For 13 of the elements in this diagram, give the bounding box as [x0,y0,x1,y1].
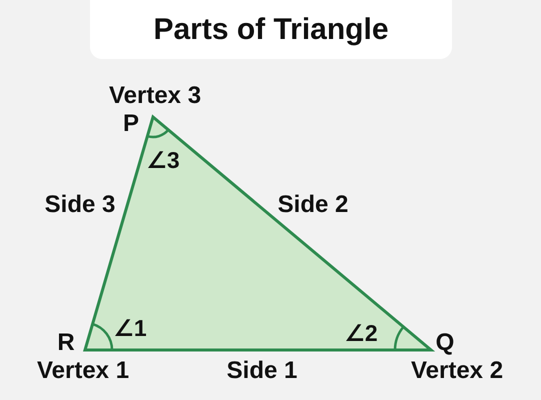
vertex-label: Vertex 2 [410,357,504,385]
side-label: Side 1 [226,357,298,385]
side-label: Side 3 [44,191,116,219]
angle-label: ∠2 [344,320,378,346]
vertex-label: Vertex 1 [36,357,130,385]
side-label: Side 2 [278,191,348,219]
point-label: Q [436,329,454,357]
title: Parts of Triangle [90,0,452,59]
vertex-label: Vertex 3 [108,82,202,110]
angle-label: ∠3 [146,146,180,174]
angle-label: ∠1 [113,314,147,342]
point-label: P [123,110,139,138]
point-label: R [57,329,75,357]
